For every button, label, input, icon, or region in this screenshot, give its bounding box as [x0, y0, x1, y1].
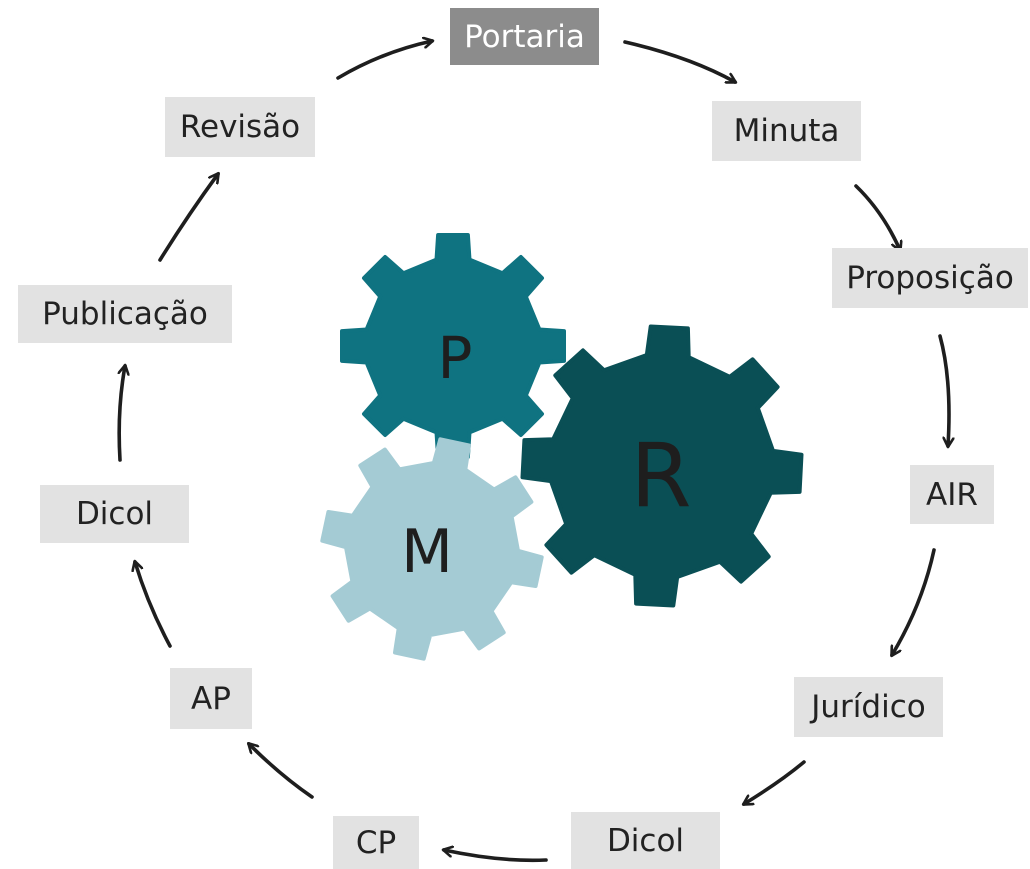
- step-dicol-left: Dicol: [40, 485, 189, 543]
- step-ap: AP: [170, 668, 252, 729]
- step-cp: CP: [333, 816, 419, 869]
- step-revisao: Revisão: [165, 97, 315, 157]
- gear-p: [340, 233, 566, 459]
- arrow-publicacao-to-revisao: [158, 174, 218, 262]
- arrow-dicol-to-cp: [444, 850, 548, 863]
- step-minuta: Minuta: [712, 101, 861, 161]
- step-dicol-bottom: Dicol: [571, 812, 720, 869]
- arrow-cp-to-ap: [249, 744, 314, 799]
- gear-p-body: [340, 233, 566, 459]
- arrow-ap-to-dicol: [135, 562, 172, 648]
- step-publicacao: Publicação: [18, 285, 232, 343]
- gear-r-letter: R: [630, 424, 691, 527]
- step-proposicao: Proposição: [832, 248, 1028, 308]
- gear-r-body: [520, 324, 804, 608]
- step-juridico: Jurídico: [794, 677, 943, 737]
- arrow-portaria-to-minuta: [623, 40, 735, 84]
- arrow-juridico-to-dicol: [744, 760, 806, 804]
- step-air: AIR: [910, 465, 994, 524]
- gear-m-body: [320, 437, 544, 661]
- arrow-revisao-to-portaria: [336, 41, 432, 80]
- arrow-air-to-juridico: [892, 548, 936, 655]
- step-portaria: Portaria: [450, 8, 599, 65]
- arrow-minuta-to-proposicao: [854, 184, 900, 250]
- gear-m: [320, 437, 544, 661]
- arrow-dicol-to-publicacao: [117, 366, 125, 462]
- gear-m-letter: M: [401, 517, 453, 587]
- arrow-proposicao-to-air: [938, 334, 949, 446]
- gear-p-letter: P: [438, 324, 473, 392]
- gear-r: [520, 324, 804, 608]
